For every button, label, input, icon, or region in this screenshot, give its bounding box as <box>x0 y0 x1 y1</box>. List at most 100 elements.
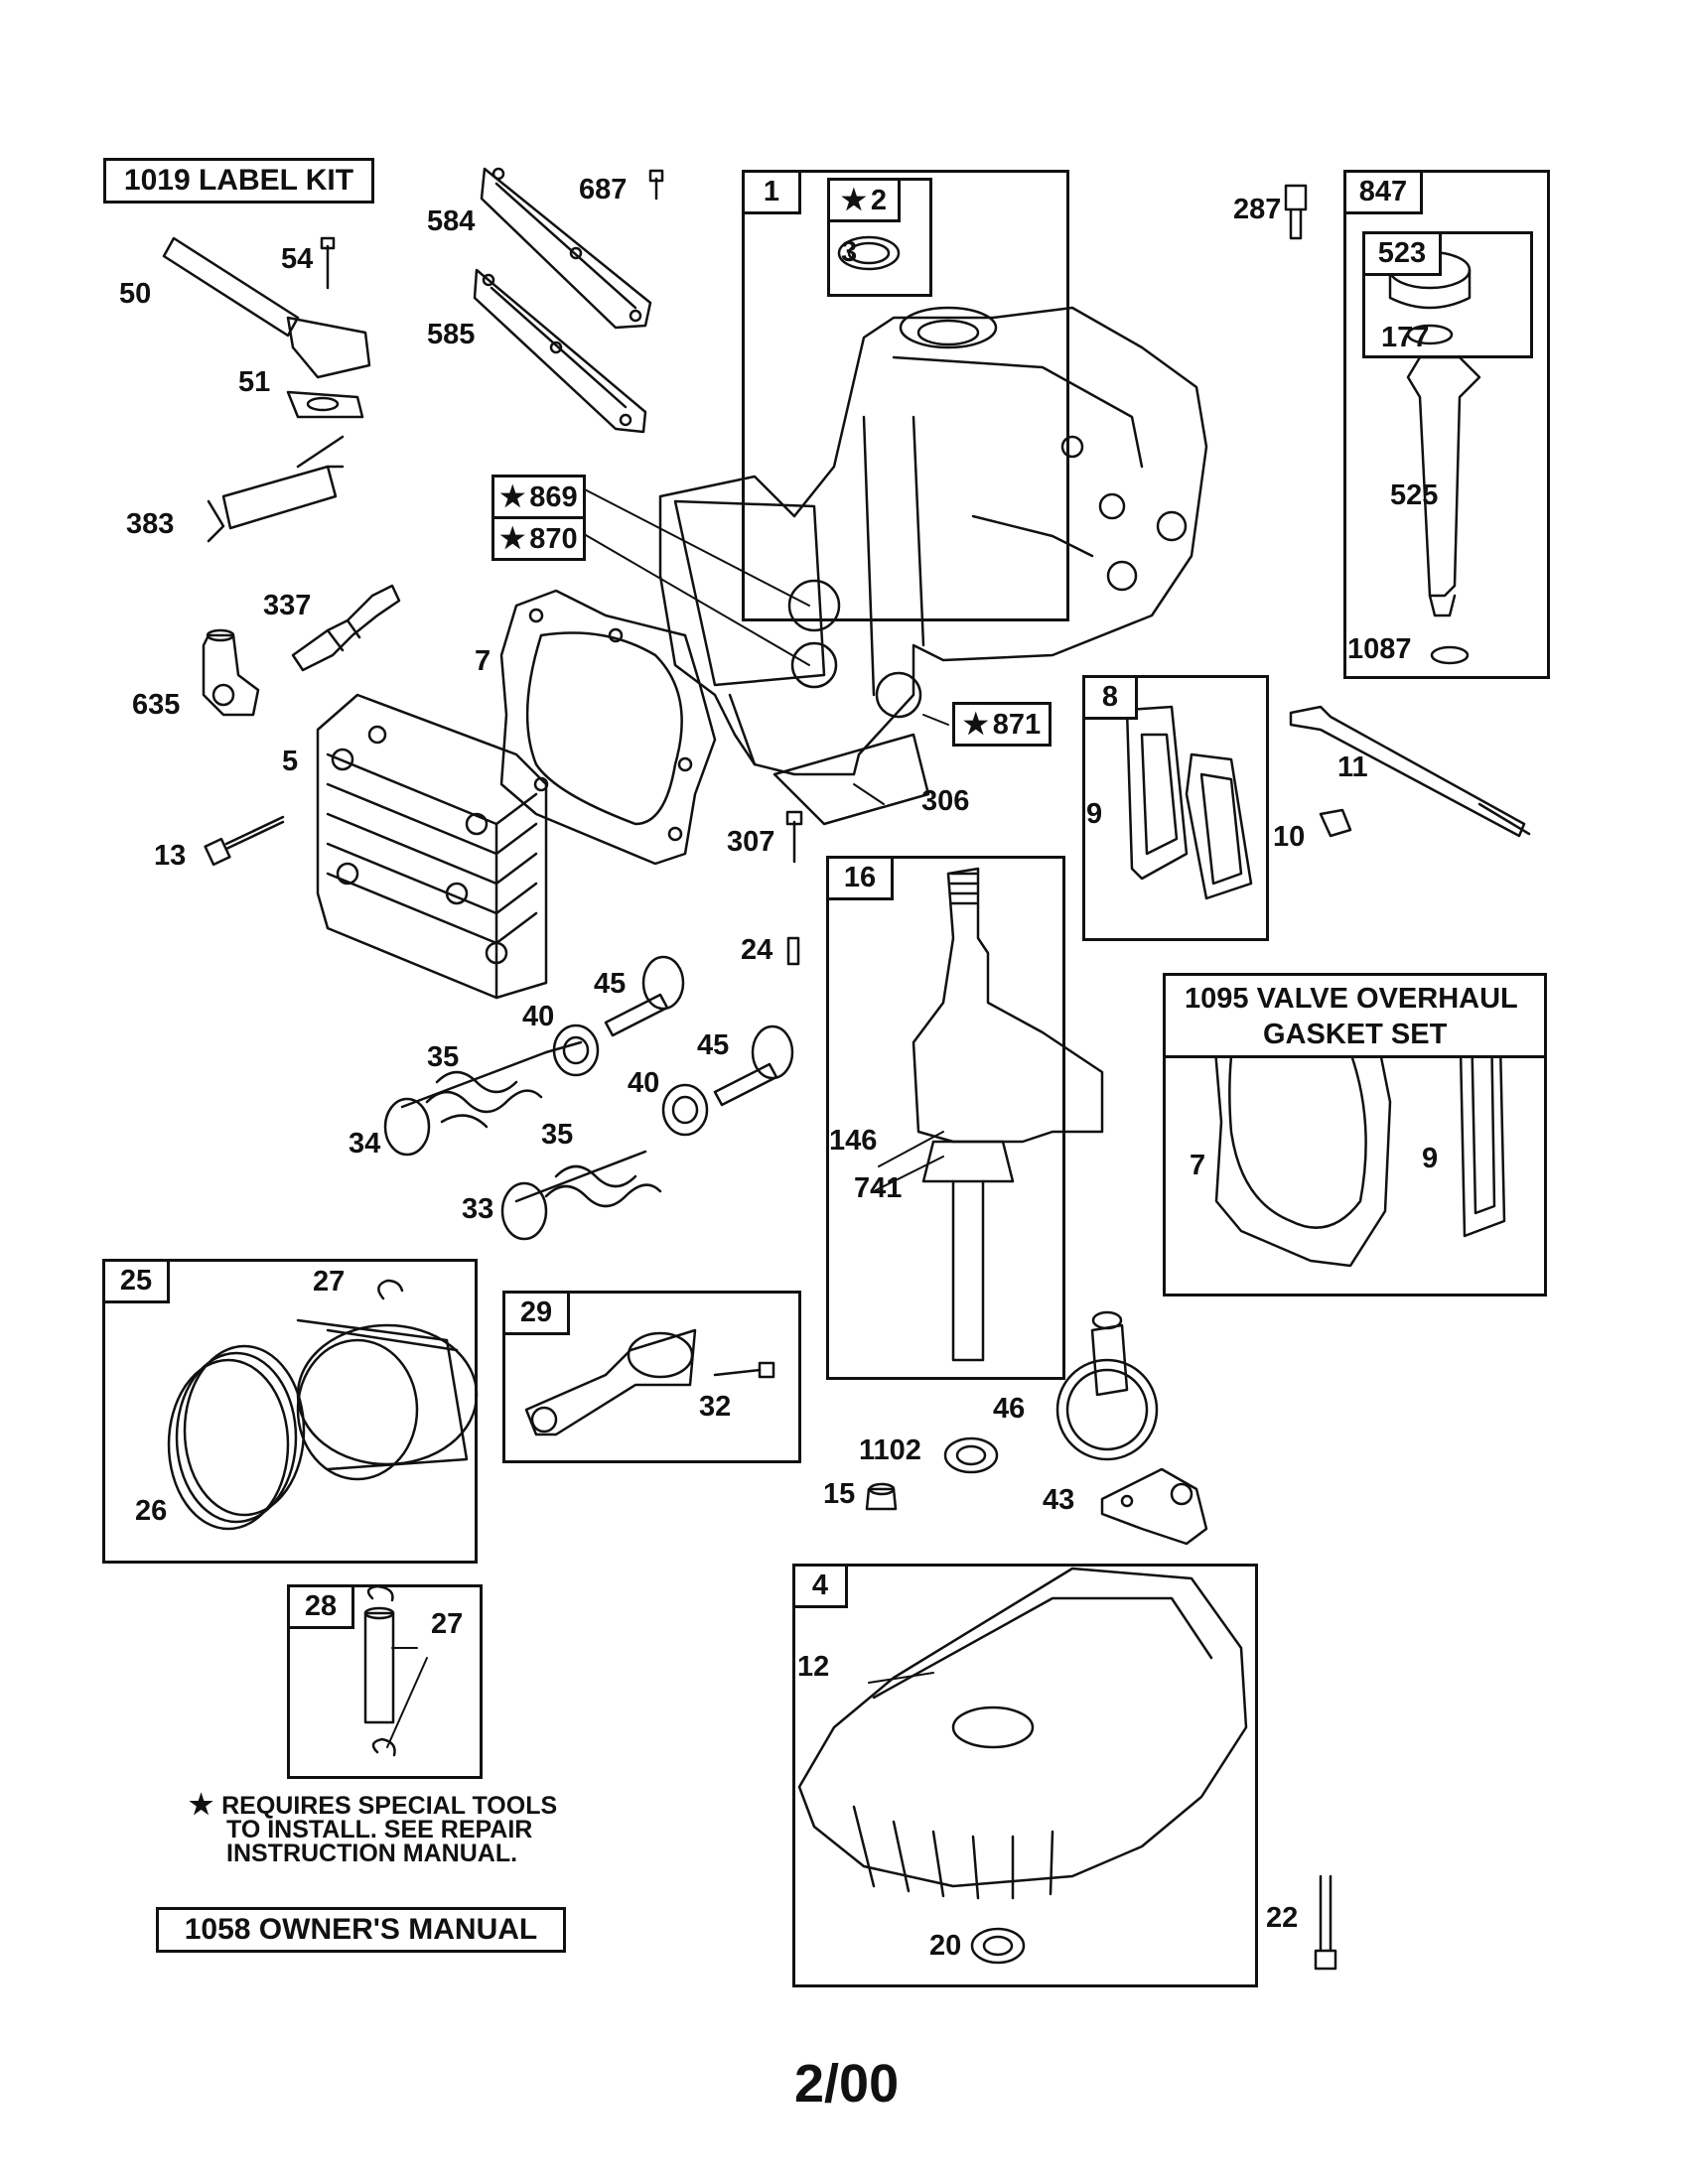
part-20: 20 <box>929 1930 962 1962</box>
part-525: 525 <box>1390 479 1439 511</box>
part-287: 287 <box>1233 194 1282 225</box>
part-687: 687 <box>579 174 628 205</box>
cylinder-block-1-drawing <box>658 306 1208 776</box>
special-tools-note: ★REQUIRES SPECIAL TOOLS TO INSTALL. SEE … <box>189 1791 557 1867</box>
bolt-22-drawing <box>1314 1874 1337 1971</box>
tappet-45-drawing <box>604 955 685 1037</box>
breather-tube-50-drawing <box>162 236 371 419</box>
box-tag-2: 2 <box>827 178 901 222</box>
note-line2: TO INSTALL. SEE REPAIR <box>226 1816 533 1843</box>
cylinder-head-5-drawing <box>316 693 548 1000</box>
box-tag-869: 869 <box>491 475 586 519</box>
breather-gasket-585-drawing <box>473 268 647 434</box>
oil-seal-1102-drawing <box>943 1436 999 1474</box>
part-43: 43 <box>1043 1484 1075 1516</box>
gasket-306-drawing <box>728 693 930 826</box>
star-icon: ★ <box>189 1789 214 1820</box>
part-741: 741 <box>854 1172 903 1204</box>
part-12: 12 <box>797 1651 830 1683</box>
part-3: 3 <box>841 236 858 268</box>
box-tag-870-text: 870 <box>499 521 577 556</box>
spark-plug-boot-635-drawing <box>202 628 260 717</box>
sump-4-drawing <box>797 1567 1248 1965</box>
governor-43-drawing <box>1100 1467 1208 1546</box>
box-tag-847: 847 <box>1343 170 1423 214</box>
piston-box <box>102 1259 478 1564</box>
valve-kit-title-line2: GASKET SET <box>1263 1019 1448 1050</box>
connecting-rod-29-drawing <box>524 1328 697 1436</box>
bolt-13-drawing <box>204 815 285 867</box>
screw-307-drawing <box>785 810 803 864</box>
box-tag-8-text: 8 <box>1101 681 1119 713</box>
screw-10-drawing <box>1319 808 1352 838</box>
part-584: 584 <box>427 205 476 237</box>
pin-24-drawing <box>786 936 800 966</box>
breather-tube-11-drawing <box>1289 705 1531 838</box>
part-13: 13 <box>154 840 187 872</box>
breather-box <box>1082 675 1269 941</box>
block-assembly-box <box>742 170 1069 621</box>
breather-gasket-584-drawing <box>480 167 652 330</box>
part-585: 585 <box>427 319 476 350</box>
kit-part-9: 9 <box>1422 1143 1439 1174</box>
box-tag-523-text: 523 <box>1377 237 1427 269</box>
box-tag-869-text: 869 <box>499 479 577 514</box>
part-27-piston: 27 <box>313 1266 346 1297</box>
retainer-40b-drawing <box>661 1083 709 1137</box>
seal-3-drawing <box>837 235 901 271</box>
part-45-lower: 45 <box>697 1029 730 1061</box>
part-337: 337 <box>263 590 312 621</box>
valve-kit-title-line1: 1095 VALVE OVERHAUL <box>1185 983 1518 1015</box>
valve-kit-title-box <box>1163 973 1547 1058</box>
box-tag-29-text: 29 <box>519 1297 553 1328</box>
box-tag-28-text: 28 <box>304 1590 338 1622</box>
box-tag-16-text: 16 <box>843 862 877 893</box>
box-tag-8: 8 <box>1082 675 1138 720</box>
head-gasket-7-drawing <box>499 589 717 866</box>
kit-part-7: 7 <box>1190 1150 1206 1181</box>
part-177: 177 <box>1381 322 1430 353</box>
box-tag-4: 4 <box>792 1564 848 1608</box>
part-35-upper: 35 <box>427 1041 460 1073</box>
owners-manual-box: 1058 OWNER'S MANUAL <box>156 1907 566 1953</box>
spark-plug-337-drawing <box>291 584 401 672</box>
bolt-32-drawing <box>713 1361 775 1379</box>
part-33: 33 <box>462 1193 494 1225</box>
part-10: 10 <box>1273 821 1306 853</box>
box-tag-25: 25 <box>102 1259 170 1303</box>
bolt-287-drawing <box>1284 184 1308 240</box>
box-tag-523: 523 <box>1362 231 1442 276</box>
box-tag-25-text: 25 <box>119 1265 153 1297</box>
box-tag-871: 871 <box>952 702 1052 747</box>
tappet-45b-drawing <box>713 1024 794 1107</box>
sump-box <box>792 1564 1258 1987</box>
part-35-lower: 35 <box>541 1119 574 1151</box>
plug-15-drawing <box>865 1482 898 1511</box>
leader-lines <box>386 485 949 1748</box>
valve-spring-35-top-drawing <box>383 1040 583 1157</box>
part-1087: 1087 <box>1347 633 1412 665</box>
box-tag-847-text: 847 <box>1358 176 1408 207</box>
label-kit-box: 1019 LABEL KIT <box>103 158 374 204</box>
dipstick-cap-box <box>1362 231 1533 358</box>
box-tag-870: 870 <box>491 516 586 561</box>
part-34: 34 <box>349 1128 381 1160</box>
part-635: 635 <box>132 689 181 721</box>
page-date: 2/00 <box>794 2054 900 2114</box>
part-32: 32 <box>699 1391 732 1423</box>
crankshaft-16-drawing <box>912 867 1104 1362</box>
part-7: 7 <box>475 645 491 677</box>
part-9: 9 <box>1086 798 1103 830</box>
connecting-rod-box <box>502 1291 801 1463</box>
box-tag-1: 1 <box>742 170 801 214</box>
part-1102: 1102 <box>859 1434 921 1466</box>
part-22: 22 <box>1266 1902 1299 1934</box>
part-11: 11 <box>1337 751 1368 783</box>
box-tag-29: 29 <box>502 1291 570 1335</box>
box-tag-2-text: 2 <box>841 183 887 217</box>
part-45-upper: 45 <box>594 968 627 1000</box>
screw-687-drawing <box>648 169 664 201</box>
note-line3: INSTRUCTION MANUAL. <box>226 1840 518 1867</box>
camshaft-gear-46-drawing <box>1055 1310 1159 1461</box>
box-tag-28: 28 <box>287 1584 354 1629</box>
